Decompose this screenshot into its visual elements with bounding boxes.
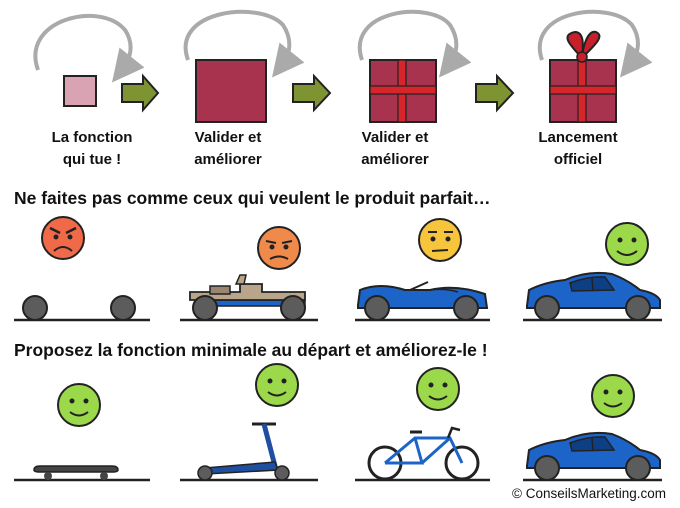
full-car [526, 431, 661, 481]
heading-perfect-product: Ne faites pas comme ceux qui veulent le … [14, 188, 491, 208]
next-arrow-2 [292, 73, 332, 113]
happy-face-icon [57, 383, 101, 427]
happy-face-icon [605, 222, 649, 266]
scooter [197, 422, 290, 481]
angry-face-icon [41, 216, 85, 260]
stage-label-2: Valider et améliorer [194, 129, 262, 168]
ribboned-box [369, 59, 437, 123]
heading-minimal-feature: Proposez la fonction minimale au départ … [14, 340, 488, 360]
happy-face-icon [416, 367, 460, 411]
loop-arrow-3 [357, 9, 472, 78]
bicycle [367, 426, 480, 481]
wheels-only [22, 295, 136, 321]
neutral-face-icon [418, 218, 462, 262]
unhappy-face-icon [257, 226, 301, 270]
loop-arrow-1 [33, 14, 145, 83]
next-arrow-1 [121, 73, 160, 113]
minimal-feature-box [63, 75, 97, 107]
car-chassis [189, 274, 306, 321]
stage-label-1: La fonction qui tue ! [51, 129, 133, 168]
stage-label-4: Lancement officiel [538, 129, 618, 168]
copyright: © ConseilsMarketing.com [512, 486, 666, 501]
stage-label-3: Valider et améliorer [361, 129, 429, 168]
gift-box [549, 30, 617, 123]
next-arrow-3 [475, 73, 515, 113]
loop-arrow-2 [183, 9, 305, 78]
happy-face-icon [255, 363, 299, 407]
skateboard [33, 465, 119, 480]
validated-box [195, 59, 267, 123]
loop-arrow-4 [537, 9, 653, 78]
happy-face-icon [591, 374, 635, 418]
full-car [526, 271, 661, 321]
convertible-car [357, 281, 489, 321]
